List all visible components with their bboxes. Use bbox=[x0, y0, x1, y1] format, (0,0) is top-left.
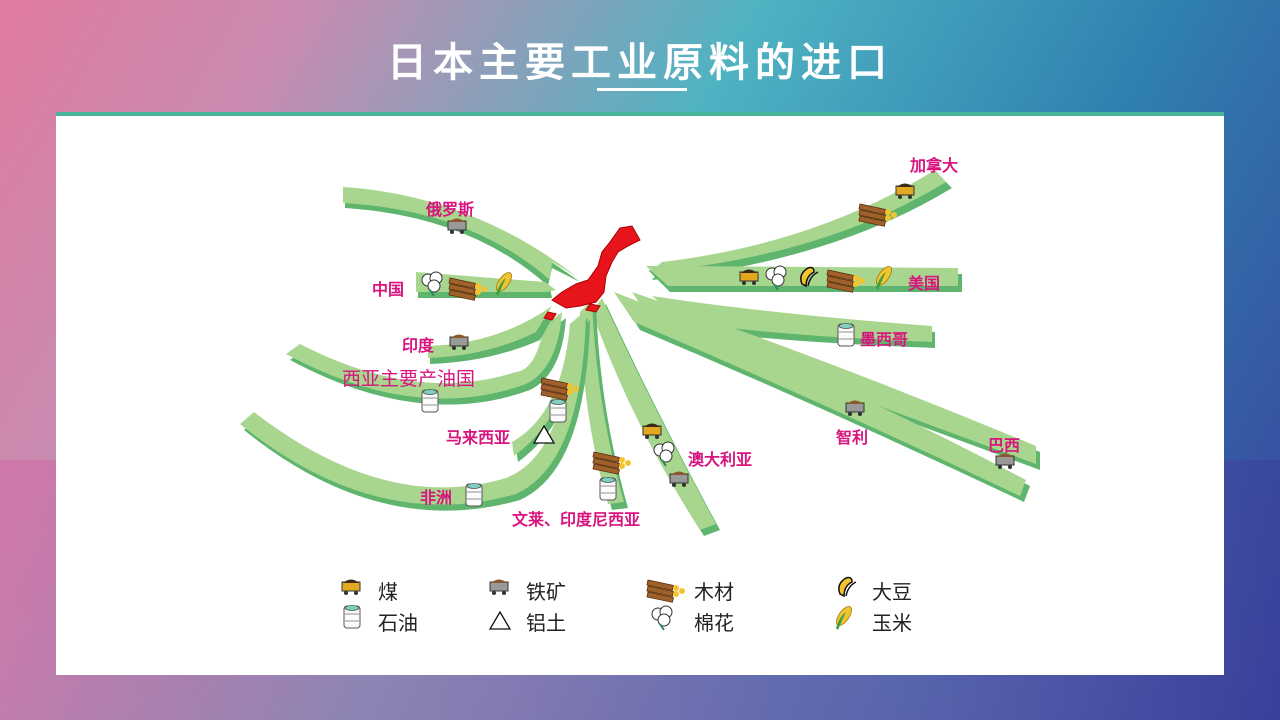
legend-corn: 玉米 bbox=[872, 611, 912, 635]
oil-barrel-icon bbox=[549, 399, 567, 423]
legend-soybean: 大豆 bbox=[872, 580, 912, 604]
soybean-legend-icon bbox=[838, 576, 857, 597]
japan-shape bbox=[543, 225, 641, 321]
label-chile: 智利 bbox=[836, 428, 869, 447]
title-underline bbox=[597, 88, 687, 91]
oil-legend-icon bbox=[343, 605, 361, 629]
label-africa: 非洲 bbox=[420, 488, 453, 507]
iron-ore-icon bbox=[447, 218, 467, 235]
bauxite-legend-icon bbox=[489, 611, 511, 630]
arrow-russia bbox=[343, 187, 580, 286]
arrow-mexico bbox=[652, 296, 935, 348]
legend-cotton: 棉花 bbox=[694, 611, 734, 635]
label-malaysia: 马来西亚 bbox=[446, 428, 511, 447]
timber-legend-icon bbox=[646, 579, 686, 603]
label-australia: 澳大利亚 bbox=[688, 450, 753, 469]
legend-bauxite: 铝土 bbox=[526, 611, 566, 635]
arrow-west-asia bbox=[286, 312, 566, 405]
cotton-legend-icon bbox=[651, 605, 673, 631]
oil-barrel-icon bbox=[837, 323, 855, 347]
label-brunei-indonesia: 文莱、印度尼西亚 bbox=[512, 510, 641, 529]
label-west-asia: 西亚主要产油国 bbox=[342, 368, 476, 390]
legend-oil: 石油 bbox=[378, 611, 418, 635]
oil-barrel-icon bbox=[465, 483, 483, 507]
oil-barrel-icon bbox=[421, 389, 439, 413]
legend-iron-ore: 铁矿 bbox=[526, 580, 566, 604]
arrow-brazil bbox=[632, 292, 1040, 470]
page-title: 日本主要工业原料的进口 bbox=[387, 40, 893, 86]
arrow-chile bbox=[614, 292, 1030, 502]
legend-timber: 木材 bbox=[694, 580, 734, 604]
coal-legend-icon bbox=[341, 579, 361, 596]
corn-legend-icon bbox=[833, 603, 855, 631]
label-canada: 加拿大 bbox=[910, 156, 959, 175]
legend-coal: 煤 bbox=[378, 580, 398, 604]
iron-ore-legend-icon bbox=[489, 579, 509, 596]
arrow-brunei-indonesia bbox=[580, 300, 628, 510]
label-mexico: 墨西哥 bbox=[860, 330, 909, 349]
label-russia: 俄罗斯 bbox=[426, 200, 475, 219]
arrow-australia bbox=[592, 298, 720, 536]
label-usa: 美国 bbox=[908, 274, 941, 293]
label-brazil: 巴西 bbox=[988, 436, 1021, 455]
label-india: 印度 bbox=[402, 336, 435, 355]
oil-barrel-icon bbox=[599, 477, 617, 501]
label-china: 中国 bbox=[372, 280, 405, 299]
